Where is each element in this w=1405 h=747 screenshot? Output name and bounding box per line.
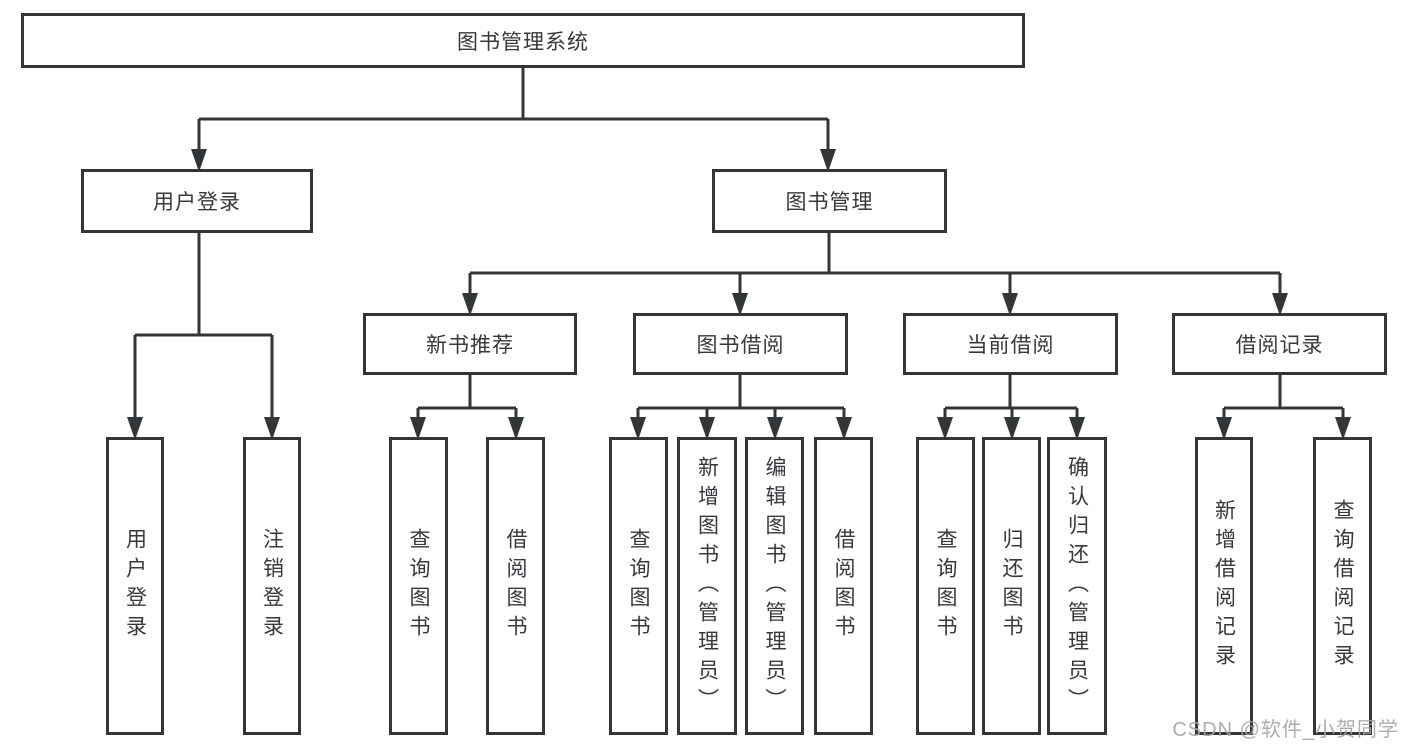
node-new-book-recommend: 新书推荐	[363, 313, 577, 375]
node-current-borrow: 当前借阅	[903, 313, 1118, 375]
node-new-book-recommend-label: 新书推荐	[426, 334, 514, 357]
leaf-borrow-books-label: 借阅图书	[832, 528, 855, 644]
leaf-user-login-label: 用户登录	[123, 528, 147, 644]
leaf-query-books-borrow-label: 查询图书	[627, 528, 650, 644]
node-user-login-label: 用户登录	[153, 191, 241, 214]
leaf-add-borrow-record-label: 新增借阅记录	[1212, 499, 1236, 673]
node-book-borrow-label: 图书借阅	[696, 334, 785, 357]
leaf-query-books-current: 查询图书	[916, 437, 975, 735]
node-book-borrow: 图书借阅	[633, 313, 848, 375]
leaf-query-books-recommend: 查询图书	[389, 437, 448, 735]
leaf-query-books-recommend-label: 查询图书	[407, 528, 430, 644]
leaf-borrow-books-recommend: 借阅图书	[486, 437, 545, 735]
leaf-logout: 注销登录	[243, 437, 301, 735]
leaf-query-borrow-record: 查询借阅记录	[1313, 437, 1372, 735]
node-root: 图书管理系统	[21, 13, 1025, 68]
leaf-borrow-books: 借阅图书	[814, 437, 873, 735]
leaf-user-login: 用户登录	[106, 437, 164, 735]
leaf-logout-label: 注销登录	[260, 528, 284, 644]
leaf-add-borrow-record: 新增借阅记录	[1195, 437, 1253, 735]
node-borrow-records-label: 借阅记录	[1235, 334, 1324, 357]
node-root-label: 图书管理系统	[457, 30, 589, 54]
leaf-query-books-borrow: 查询图书	[609, 437, 668, 735]
leaf-add-books-admin: 新增图书（管理员）	[677, 437, 737, 735]
leaf-edit-books-admin-label: 编辑图书（管理员）	[763, 455, 786, 717]
node-book-management: 图书管理	[712, 169, 947, 233]
leaf-return-books: 归还图书	[982, 437, 1041, 735]
node-current-borrow-label: 当前借阅	[966, 334, 1055, 357]
leaf-borrow-books-recommend-label: 借阅图书	[504, 528, 527, 644]
leaf-query-books-current-label: 查询图书	[934, 528, 957, 644]
leaf-add-books-admin-label: 新增图书（管理员）	[695, 455, 719, 717]
leaf-edit-books-admin: 编辑图书（管理员）	[745, 437, 804, 735]
leaf-query-borrow-record-label: 查询借阅记录	[1331, 499, 1354, 673]
node-borrow-records: 借阅记录	[1172, 313, 1387, 375]
node-book-management-label: 图书管理	[785, 191, 874, 214]
leaf-confirm-return-admin: 确认归还（管理员）	[1047, 437, 1107, 735]
leaf-confirm-return-admin-label: 确认归还（管理员）	[1065, 455, 1089, 717]
node-user-login: 用户登录	[81, 169, 313, 233]
watermark-text: CSDN @软件_小贺同学	[1172, 719, 1399, 741]
leaf-return-books-label: 归还图书	[1000, 528, 1023, 644]
